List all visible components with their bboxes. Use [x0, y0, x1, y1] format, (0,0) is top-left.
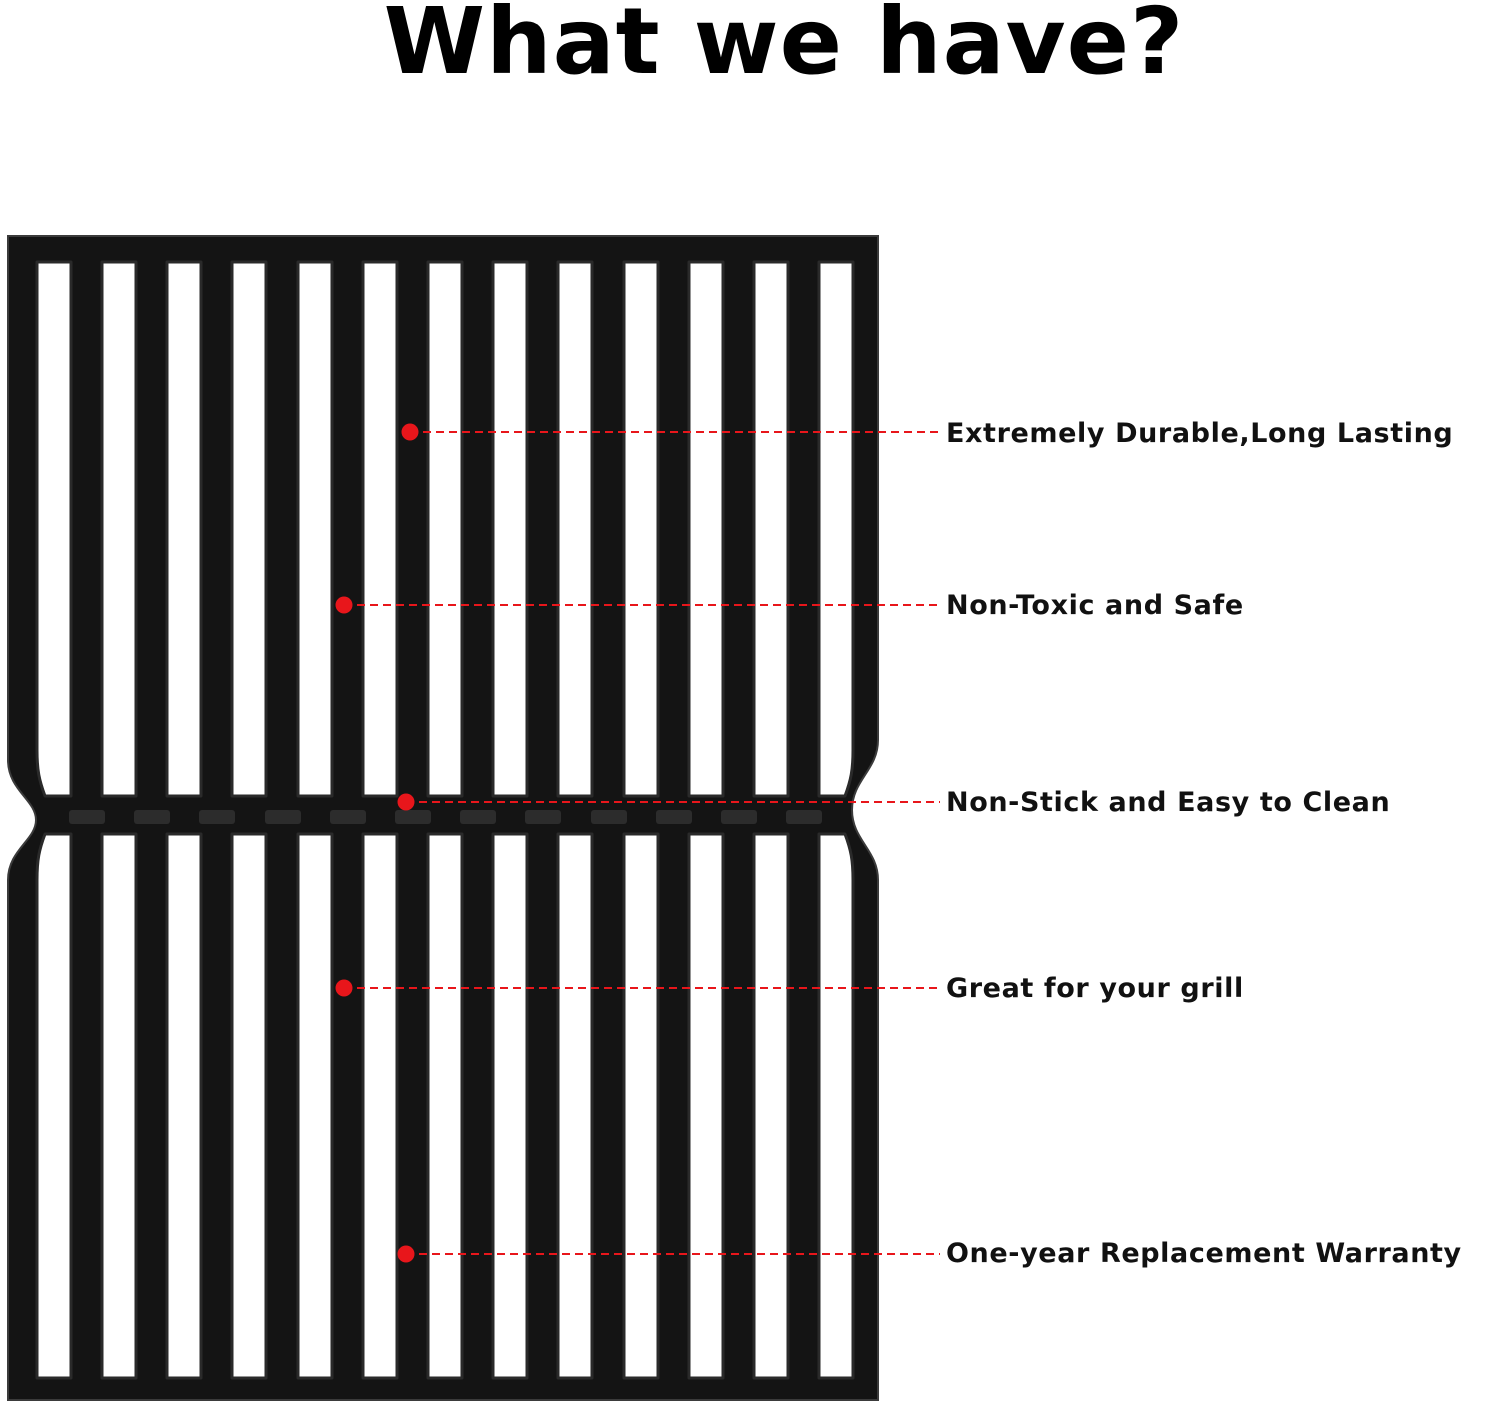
feature-label-great-for-grill: Great for your grill: [946, 973, 1244, 1004]
grate-frame-highlight: [7, 235, 879, 1401]
grate-slot-upper: [556, 260, 594, 798]
grate-slot-upper: [296, 260, 334, 798]
grate-slot-upper: [622, 260, 660, 798]
grate-frame: [8, 236, 878, 1400]
grate-slot-lower: [556, 832, 594, 1380]
grate-slot-upper: [35, 260, 73, 798]
cross-bar-notch: [525, 810, 561, 824]
grate-slot-upper: [426, 260, 464, 798]
callout-marker-dot: [401, 423, 419, 441]
callout-lines: [335, 423, 940, 1263]
callout-marker-dot: [397, 1245, 415, 1263]
cross-bar-notch: [721, 810, 757, 824]
feature-label-non-toxic: Non-Toxic and Safe: [946, 590, 1244, 621]
grate-slot-lower: [296, 832, 334, 1380]
callout-marker-dot: [335, 979, 353, 997]
grate-slot-lower: [687, 832, 725, 1380]
cross-bar-notch: [134, 810, 170, 824]
cross-bar-notch: [265, 810, 301, 824]
cross-bar-notch: [460, 810, 496, 824]
grate-slot-upper: [752, 260, 790, 798]
cross-bar-notch: [656, 810, 692, 824]
grate-slot-lower: [622, 832, 660, 1380]
cross-bar-notch: [786, 810, 822, 824]
feature-label-non-stick: Non-Stick and Easy to Clean: [946, 787, 1391, 818]
page-title: What we have?: [383, 0, 1185, 95]
grate-slot-lower: [752, 832, 790, 1380]
feature-label-warranty: One-year Replacement Warranty: [946, 1238, 1462, 1269]
grate-slot-upper: [687, 260, 725, 798]
grate-slot-lower: [361, 832, 399, 1380]
grate-slot-lower: [100, 832, 138, 1380]
cross-bar-notch: [591, 810, 627, 824]
grate-slot-upper: [361, 260, 399, 798]
grate-body: [7, 235, 879, 1401]
grate-slot-lower: [165, 832, 203, 1380]
grate-slot-lower: [230, 832, 268, 1380]
callout-marker-dot: [397, 793, 415, 811]
feature-label-durable: Extremely Durable,Long Lasting: [946, 418, 1454, 449]
grate-slot-lower: [426, 832, 464, 1380]
callout-marker-dot: [335, 596, 353, 614]
grate-slot-upper: [230, 260, 268, 798]
grate-slot-upper: [100, 260, 138, 798]
grate-slots: [35, 260, 855, 1380]
cross-bar-notch: [395, 810, 431, 824]
grate-slot-upper: [491, 260, 529, 798]
cross-bar-notch: [69, 810, 105, 824]
grate-slot-upper: [165, 260, 203, 798]
cross-bar-notch: [330, 810, 366, 824]
grate-slot-upper: [817, 260, 855, 798]
grate-slot-lower: [817, 832, 855, 1380]
grate-slot-lower: [491, 832, 529, 1380]
cross-bar-notch: [199, 810, 235, 824]
grate-slot-lower: [35, 832, 73, 1380]
